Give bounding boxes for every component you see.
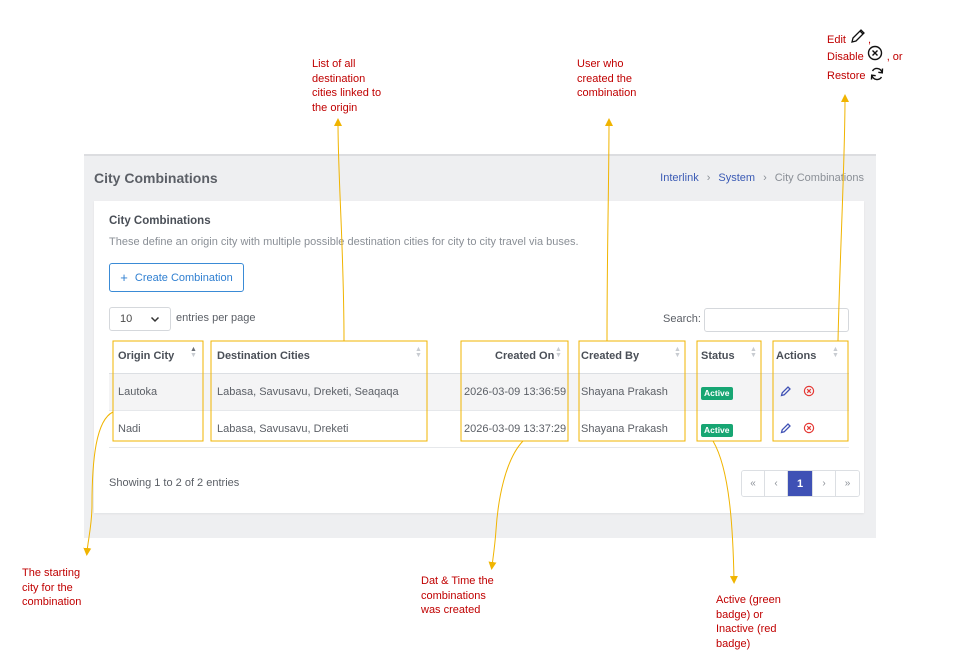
circle-x-icon[interactable] <box>803 385 815 397</box>
entries-per-page-select[interactable]: 10 <box>109 307 171 331</box>
pagination-last[interactable]: » <box>836 471 859 496</box>
annotation-status: Active (green badge) or Inactive (red ba… <box>716 594 781 650</box>
create-combination-button[interactable]: + Create Combination <box>109 263 244 292</box>
combinations-card: City Combinations These define an origin… <box>94 201 864 513</box>
pagination-first[interactable]: « <box>742 471 765 496</box>
breadcrumb-link-system[interactable]: System <box>718 172 756 184</box>
column-header-created-by[interactable]: Created By <box>581 350 640 362</box>
callout-arrow-created-on <box>488 440 524 570</box>
entries-per-page-label: entries per page <box>176 312 256 324</box>
status-badge: Active <box>701 387 733 400</box>
callout-box-created-on <box>460 340 569 442</box>
callout-box-status <box>696 340 762 442</box>
app-window: City Combinations Interlink › System › C… <box>84 154 876 538</box>
created-on-cell: 2026-03-09 13:37:29 <box>464 423 567 435</box>
column-header-created-on[interactable]: Created On <box>495 350 555 362</box>
pagination-page-1[interactable]: 1 <box>788 471 813 496</box>
pencil-icon[interactable] <box>780 422 792 434</box>
page-title: City Combinations <box>94 170 218 186</box>
pagination: « ‹ 1 › » <box>741 470 860 497</box>
search-label: Search: <box>663 313 701 325</box>
breadcrumb: Interlink › System › City Combinations <box>660 172 864 184</box>
sort-icon[interactable]: ▲▼ <box>555 346 562 359</box>
column-header-destination-cities[interactable]: Destination Cities <box>217 350 310 362</box>
annotation-actions: Edit , Disable , or Restore <box>827 28 937 86</box>
breadcrumb-current: City Combinations <box>774 172 864 184</box>
callout-arrow-status <box>712 440 738 584</box>
sort-icon[interactable]: ▲▼ <box>832 346 839 359</box>
callout-box-origin-city <box>112 340 204 442</box>
pencil-icon[interactable] <box>780 385 792 397</box>
table-info: Showing 1 to 2 of 2 entries <box>109 477 240 489</box>
annotation-created-by: User who created the combination <box>577 58 637 99</box>
column-header-origin-city[interactable]: Origin City <box>118 350 175 362</box>
created-on-cell: 2026-03-09 13:36:59 <box>464 386 567 398</box>
created-by-cell: Shayana Prakash <box>581 423 668 435</box>
annotation-created-on: Dat & Time the combinations was created <box>421 575 494 616</box>
table-row: Nadi Labasa, Savusavu, Dreketi 2026-03-0… <box>109 411 849 448</box>
origin-city-cell: Lautoka <box>118 386 158 398</box>
plus-icon: + <box>120 270 128 285</box>
sort-icon[interactable]: ▲▼ <box>750 346 757 359</box>
sort-icon[interactable]: ▲▼ <box>415 346 422 359</box>
callout-arrow-origin <box>83 411 114 556</box>
circle-x-icon[interactable] <box>803 422 815 434</box>
origin-city-cell: Nadi <box>118 423 141 435</box>
search-input[interactable] <box>704 308 849 332</box>
sort-icon[interactable]: ▲▼ <box>674 346 681 359</box>
callout-arrow-destinations <box>334 118 345 342</box>
callout-box-actions <box>772 340 849 442</box>
sort-icon[interactable]: ▲▼ <box>190 346 197 359</box>
chevron-right-icon: › <box>706 172 711 184</box>
callout-box-created-by <box>578 340 686 442</box>
table-row: Lautoka Labasa, Savusavu, Dreketi, Seaqa… <box>109 374 849 411</box>
chevron-right-icon: › <box>763 172 767 184</box>
card-title: City Combinations <box>109 215 211 227</box>
refresh-icon <box>870 67 883 80</box>
pagination-previous[interactable]: ‹ <box>765 471 788 496</box>
callout-arrow-actions <box>837 94 849 342</box>
callout-box-destination-cities <box>210 340 428 442</box>
chevron-down-icon <box>150 316 160 323</box>
callout-arrow-created-by <box>604 118 613 342</box>
circle-x-icon <box>867 45 882 61</box>
destination-cities-cell: Labasa, Savusavu, Dreketi <box>217 423 349 435</box>
table-header: Origin City ▲▼ Destination Cities ▲▼ Cre… <box>109 337 849 374</box>
column-header-actions[interactable]: Actions <box>776 350 817 362</box>
created-by-cell: Shayana Prakash <box>581 386 668 398</box>
pencil-icon <box>851 29 865 43</box>
breadcrumb-link-interlink[interactable]: Interlink <box>660 172 699 184</box>
annotation-origin: The starting city for the combination <box>22 567 82 608</box>
combinations-table: Origin City ▲▼ Destination Cities ▲▼ Cre… <box>109 337 849 448</box>
annotation-destinations: List of all destination cities linked to… <box>312 58 382 114</box>
pagination-next[interactable]: › <box>813 471 836 496</box>
status-badge: Active <box>701 424 733 437</box>
create-combination-label: Create Combination <box>134 271 233 284</box>
column-header-status[interactable]: Status <box>701 350 735 362</box>
destination-cities-cell: Labasa, Savusavu, Dreketi, Seaqaqa <box>217 386 399 398</box>
entries-value: 10 <box>120 313 133 325</box>
card-description: These define an origin city with multipl… <box>109 236 579 248</box>
